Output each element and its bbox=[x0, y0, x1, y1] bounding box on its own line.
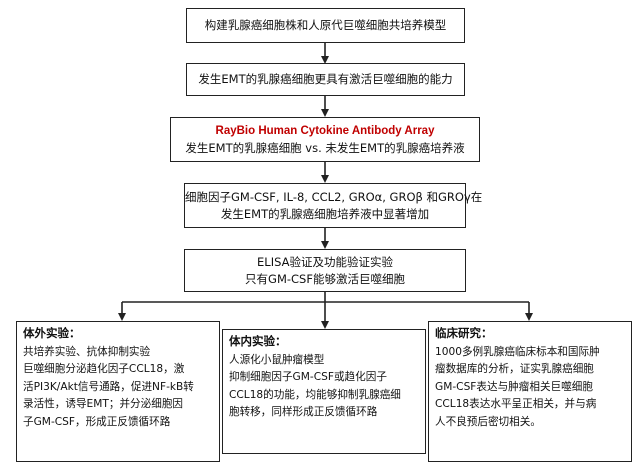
in-vitro-line: 共培养实验、抗体抑制实验 bbox=[23, 345, 151, 358]
in-vitro-line: 巨噬细胞分泌趋化因子CCL18，激 bbox=[23, 363, 185, 375]
panel-clinical: 临床研究： 1000多例乳腺癌临床标本和国际肿 瘤数据库的分析，证实乳腺癌细胞 … bbox=[428, 321, 632, 462]
step4-line1: 细胞因子GM-CSF, IL-8, CCL2, GROα, GROβ 和GROγ… bbox=[185, 190, 483, 204]
in-vivo-line: 胞转移，同样形成正反馈循环路 bbox=[229, 406, 378, 418]
in-vitro-line: 活PI3K/Akt信号通路，促进NF-kB转 bbox=[23, 380, 194, 393]
in-vivo-line: 抑制细胞因子GM-CSF或趋化因子 bbox=[229, 371, 387, 383]
step5-line2: 只有GM-CSF能够激活巨噬细胞 bbox=[245, 272, 405, 286]
in-vivo-line: 人源化小鼠肿瘤模型 bbox=[229, 353, 325, 366]
step5-line1: ELISA验证及功能验证实验 bbox=[257, 255, 393, 269]
clinical-line: 1000多例乳腺癌临床标本和国际肿 bbox=[435, 345, 600, 358]
in-vivo-heading: 体内实验： bbox=[229, 334, 287, 348]
step1-text: 构建乳腺癌细胞株和人原代巨噬细胞共培养模型 bbox=[204, 18, 447, 32]
panel-in-vivo: 体内实验： 人源化小鼠肿瘤模型 抑制细胞因子GM-CSF或趋化因子 CCL18的… bbox=[222, 329, 426, 454]
clinical-line: 瘤数据库的分析，证实乳腺癌细胞 bbox=[435, 363, 594, 375]
flow-step-emt-activation: 发生EMT的乳腺癌细胞更具有激活巨噬细胞的能力 bbox=[186, 63, 465, 96]
step3-subtitle: 发生EMT的乳腺癌细胞 vs. 未发生EMT的乳腺癌培养液 bbox=[185, 141, 465, 155]
step4-line2: 发生EMT的乳腺癌细胞培养液中显著增加 bbox=[220, 207, 430, 221]
in-vitro-line: 录活性，诱导EMT；并分泌细胞因 bbox=[23, 398, 184, 410]
flow-step-antibody-array: RayBio Human Cytokine Antibody Array 发生E… bbox=[170, 117, 480, 162]
clinical-heading: 临床研究： bbox=[435, 326, 493, 340]
clinical-line: 人不良预后密切相关。 bbox=[435, 415, 541, 428]
in-vivo-line: CCL18的功能，均能够抑制乳腺癌细 bbox=[229, 388, 401, 401]
flow-step-cytokines: 细胞因子GM-CSF, IL-8, CCL2, GROα, GROβ 和GROγ… bbox=[184, 183, 483, 228]
step3-title: RayBio Human Cytokine Antibody Array bbox=[215, 125, 435, 137]
in-vitro-heading: 体外实验： bbox=[23, 326, 81, 340]
step2-text: 发生EMT的乳腺癌细胞更具有激活巨噬细胞的能力 bbox=[198, 72, 453, 86]
clinical-line: GM-CSF表达与肿瘤相关巨噬细胞 bbox=[435, 380, 593, 393]
clinical-line: CCL18表达水平呈正相关，并与病 bbox=[435, 398, 597, 410]
flow-step-elisa: ELISA验证及功能验证实验 只有GM-CSF能够激活巨噬细胞 bbox=[184, 249, 466, 292]
flow-step-coculture-model: 构建乳腺癌细胞株和人原代巨噬细胞共培养模型 bbox=[186, 8, 465, 43]
panel-in-vitro: 体外实验： 共培养实验、抗体抑制实验 巨噬细胞分泌趋化因子CCL18，激 活PI… bbox=[16, 321, 220, 462]
in-vitro-line: 子GM-CSF，形成正反馈循环路 bbox=[23, 415, 171, 428]
